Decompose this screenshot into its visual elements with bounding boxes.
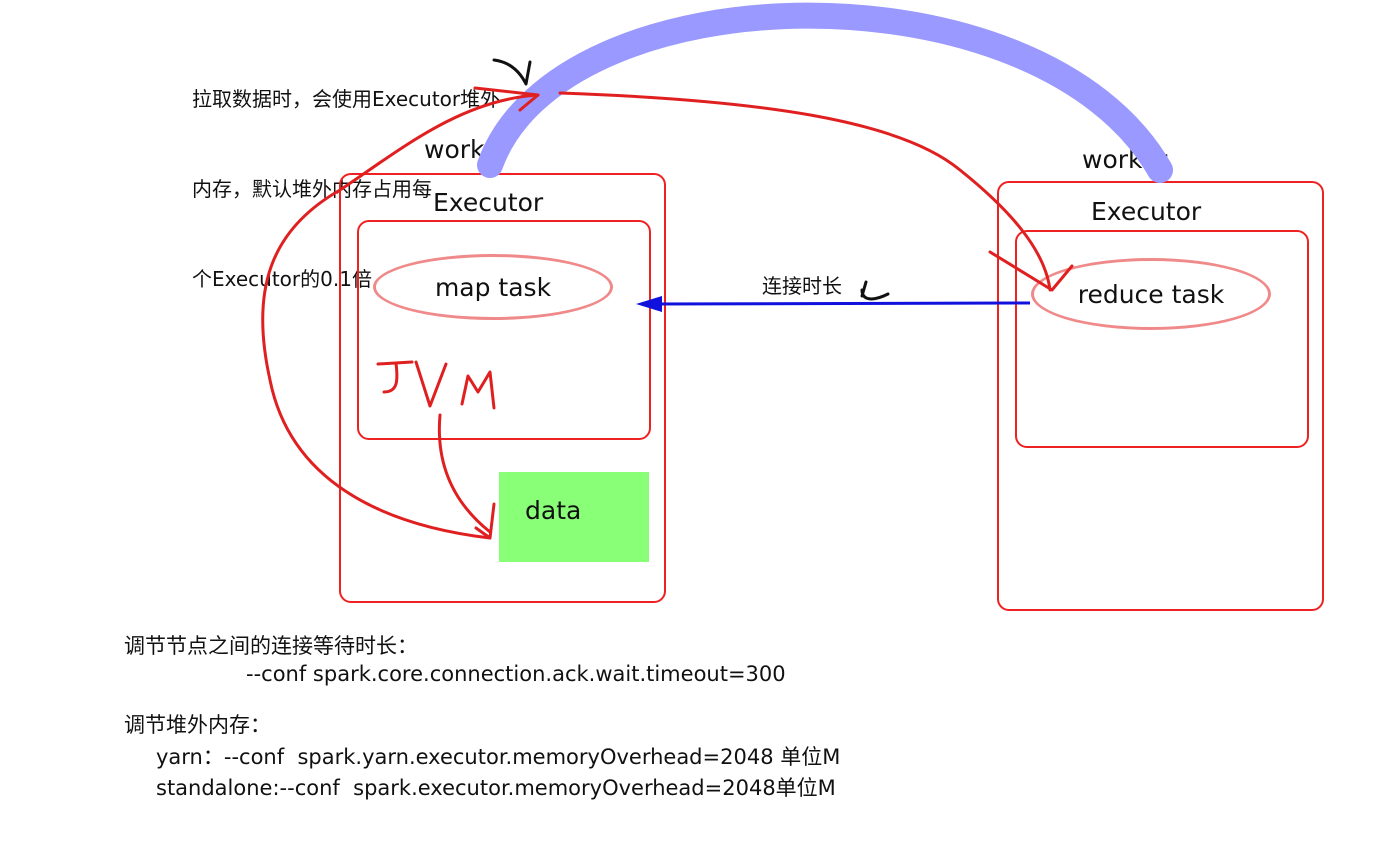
config-yarn-value: yarn：--conf spark.yarn.executor.memoryOv…	[156, 745, 841, 769]
memory-note: 拉取数据时，会使用Executor堆外 内存，默认堆外内存占用每 个Execut…	[192, 24, 500, 324]
jvm-letter-j	[376, 360, 414, 394]
data-block: data	[499, 472, 649, 562]
data-label: data	[525, 496, 582, 525]
map-task-ellipse: map task	[373, 254, 613, 320]
reduce-arrowhead	[988, 250, 1074, 292]
connection-arrow-line	[649, 301, 1031, 306]
offheap-to-reduce-curve	[558, 91, 1052, 292]
network-arc	[477, 2, 1173, 183]
jvm-to-data-line	[437, 413, 492, 534]
connection-check-mark	[860, 280, 890, 301]
note-line-1: 拉取数据时，会使用Executor堆外	[192, 87, 501, 111]
note-check-mark	[492, 58, 532, 86]
config-timeout-value: --conf spark.core.connection.ack.wait.ti…	[246, 662, 786, 686]
left-worker-box	[339, 173, 666, 603]
note-line-2: 内存，默认堆外内存占用每	[192, 177, 432, 201]
jvm-letter-m	[460, 370, 496, 410]
config-standalone-value: standalone:--conf spark.executor.memoryO…	[156, 776, 836, 800]
left-executor-box	[357, 220, 651, 440]
data-to-offheap-curve	[261, 93, 540, 540]
reduce-task-label: reduce task	[1077, 279, 1225, 309]
config-heading-memory: 调节堆外内存：	[124, 713, 271, 737]
jvm-letter-v	[414, 360, 448, 408]
map-task-label: map task	[434, 272, 552, 302]
config-heading-timeout: 调节节点之间的连接等待时长：	[124, 634, 418, 658]
offheap-arrowhead-left	[473, 86, 540, 112]
right-executor-box	[1015, 230, 1309, 448]
connection-arrow-head	[636, 296, 662, 312]
connection-duration-label: 连接时长	[762, 274, 842, 298]
note-line-3: 个Executor的0.1倍	[192, 267, 372, 291]
right-executor-label: Executor	[1091, 197, 1202, 226]
left-executor-label: Executor	[433, 188, 544, 217]
reduce-task-ellipse: reduce task	[1031, 258, 1271, 330]
